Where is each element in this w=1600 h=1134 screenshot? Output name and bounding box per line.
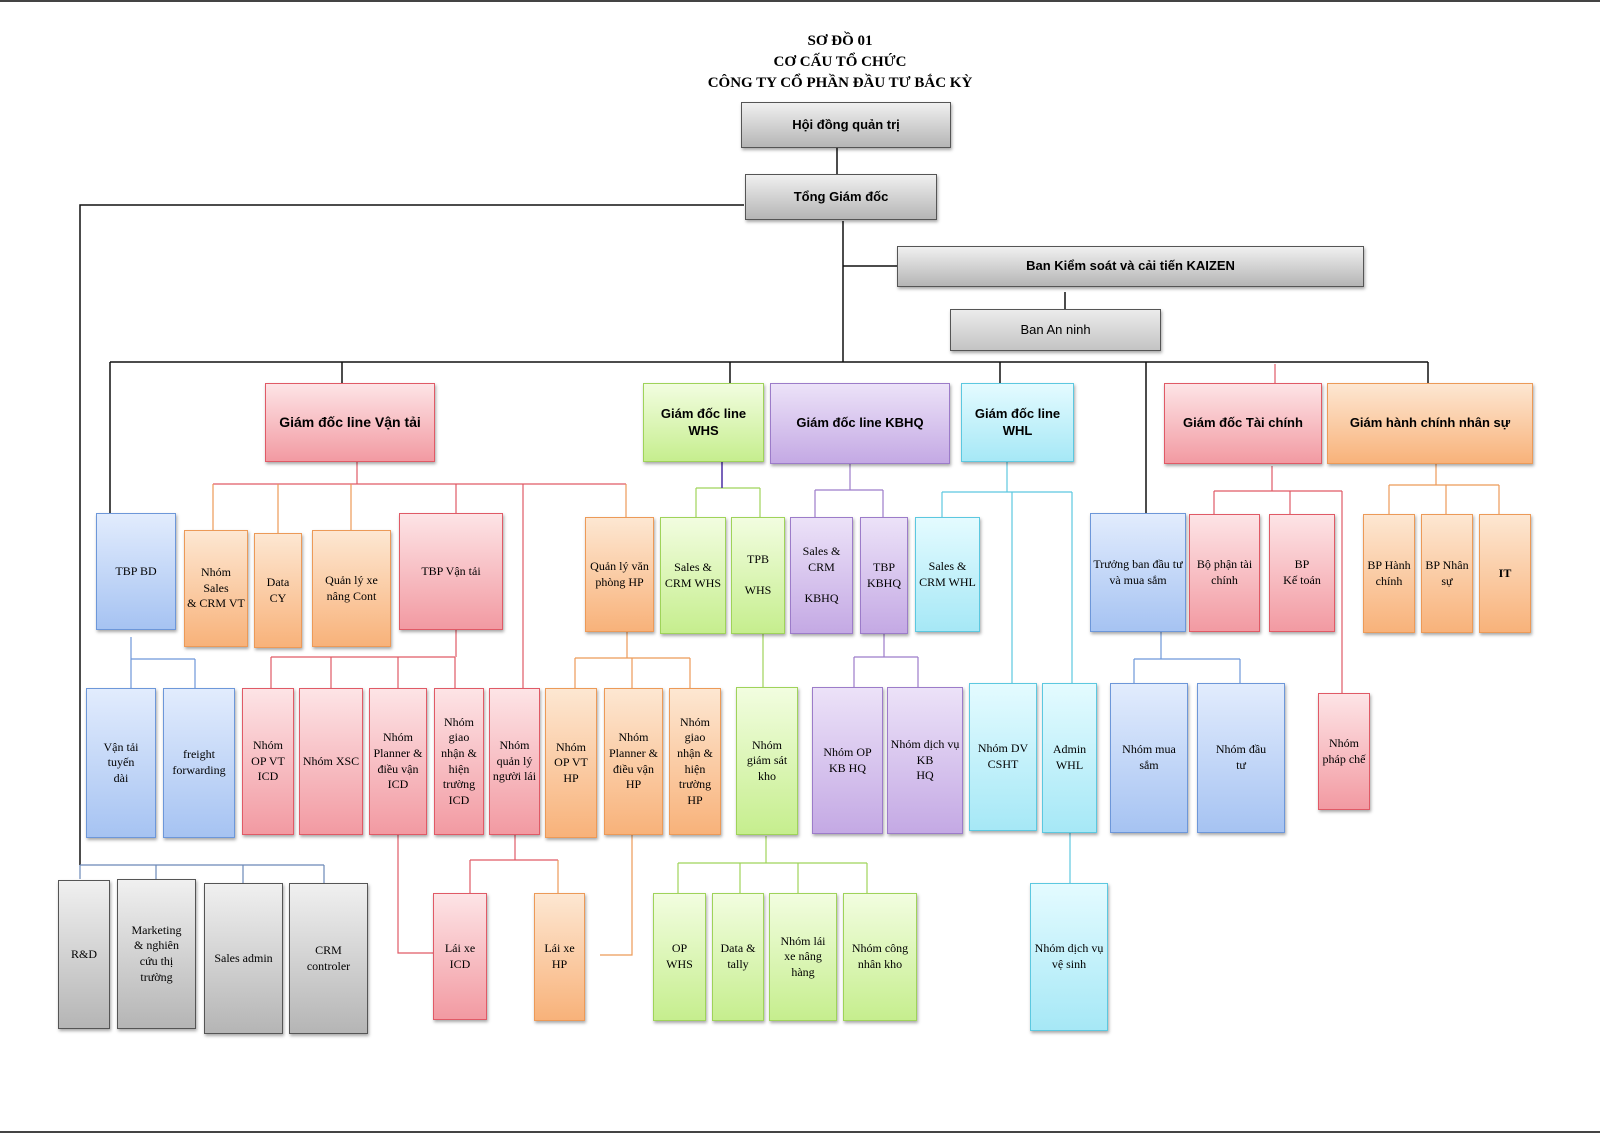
planner-hp-team-box: Nhóm Planner & điều vận HP [604, 688, 663, 835]
marketing-research-box: Marketing & nghiên cứu thị trường [117, 879, 196, 1029]
ceo-box: Tổng Giám đốc [745, 174, 937, 220]
driver-management-team-box: Nhóm quản lý người lái [489, 688, 540, 835]
chart-title-line-2: CƠ CẤU TỔ CHỨC [773, 54, 907, 70]
warehouse-supervision-team-box: Nhóm giám sát kho [736, 687, 798, 835]
chart-title-line-1: SƠ ĐỒ 01 [807, 33, 873, 49]
sales-crm-kbhq-box: Sales & CRM KBHQ [790, 517, 853, 634]
procurement-team-box: Nhóm mua sắm [1110, 683, 1188, 833]
forklift-cont-manager-box: Quản lý xe nâng Cont [312, 530, 391, 647]
finance-department-box: Bộ phận tài chính [1189, 514, 1260, 632]
sales-crm-vt-box: Nhóm Sales & CRM VT [184, 530, 248, 647]
cleaning-service-team-box: Nhóm dịch vụ vệ sinh [1030, 883, 1108, 1031]
page-top-border [0, 0, 1600, 2]
kbhq-director-box: Giám đốc line KBHQ [770, 383, 950, 464]
investment-procurement-head-box: Trưởng ban đầu tư và mua sắm [1090, 513, 1186, 632]
board-of-directors-box: Hội đồng quản trị [741, 102, 951, 148]
op-vt-hp-team-box: Nhóm OP VT HP [545, 688, 597, 838]
legal-team-box: Nhóm pháp chế [1318, 693, 1370, 810]
warehouse-worker-team-box: Nhóm công nhân kho [843, 893, 917, 1021]
chart-title-line-3: CÔNG TY CỔ PHẦN ĐẦU TƯ BẮC KỲ [707, 75, 973, 91]
whs-director-box: Giám đốc line WHS [643, 383, 764, 462]
op-vt-icd-team-box: Nhóm OP VT ICD [242, 688, 294, 835]
sales-crm-whs-box: Sales & CRM WHS [660, 517, 726, 634]
xsc-team-box: Nhóm XSC [299, 688, 363, 835]
transport-director-box: Giám đốc line Vận tải [265, 383, 435, 462]
administration-department-box: BP Hành chính [1363, 514, 1415, 633]
tpb-whs-box: TPB WHS [731, 517, 785, 634]
it-department-box: IT [1479, 514, 1531, 633]
long-haul-transport-box: Vận tải tuyến dài [86, 688, 156, 838]
op-kbhq-team-box: Nhóm OP KB HQ [812, 687, 883, 834]
security-board-box: Ban An ninh [950, 309, 1161, 351]
data-cy-box: Data CY [254, 533, 302, 648]
hp-drivers-box: Lái xe HP [534, 893, 585, 1021]
sales-crm-whl-box: Sales & CRM WHL [915, 517, 980, 632]
planner-icd-team-box: Nhóm Planner & điều vận ICD [369, 688, 427, 835]
delivery-field-icd-team-box: Nhóm giao nhận & hiện trường ICD [434, 688, 484, 835]
investment-team-box: Nhóm đầu tư [1197, 683, 1285, 833]
accounting-department-box: BP Kế toán [1269, 514, 1335, 632]
page-bottom-border [0, 1131, 1600, 1133]
freight-forwarding-box: freight forwarding [163, 688, 235, 838]
hp-office-manager-box: Quản lý văn phòng HP [585, 517, 654, 632]
crm-controller-box: CRM controler [289, 883, 368, 1034]
kaizen-committee-box: Ban Kiểm soát và cải tiến KAIZEN [897, 246, 1364, 287]
icd-drivers-box: Lái xe ICD [433, 893, 487, 1020]
delivery-field-hp-team-box: Nhóm giao nhận & hiện trường HP [669, 688, 721, 835]
rnd-box: R&D [58, 880, 110, 1029]
data-tally-box: Data & tally [712, 893, 764, 1021]
tbp-transport-box: TBP Vận tải [399, 513, 503, 630]
kbhq-service-team-box: Nhóm dịch vụ KB HQ [887, 687, 963, 834]
tbp-bd-box: TBP BD [96, 513, 176, 630]
hr-department-box: BP Nhân sự [1421, 514, 1473, 633]
hr-admin-director-box: Giám hành chính nhân sự [1327, 383, 1533, 464]
sales-admin-box: Sales admin [204, 883, 283, 1034]
tbp-kbhq-box: TBP KBHQ [860, 517, 908, 634]
finance-director-box: Giám đốc Tài chính [1164, 383, 1322, 464]
op-whs-box: OP WHS [653, 893, 706, 1021]
forklift-driver-team-box: Nhóm lái xe nâng hàng [769, 893, 837, 1021]
admin-whl-box: Admin WHL [1042, 683, 1097, 833]
whl-director-box: Giám đốc line WHL [961, 383, 1074, 462]
infrastructure-service-team-box: Nhóm DV CSHT [969, 683, 1037, 831]
